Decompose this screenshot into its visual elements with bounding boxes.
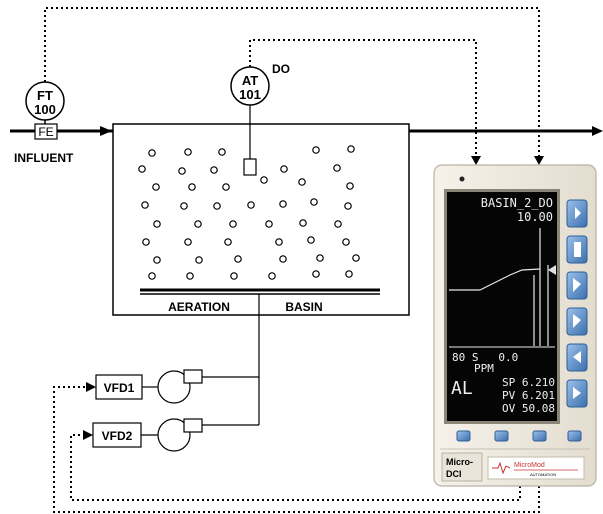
micro-dci-controller[interactable]: BASIN_2_DO 10.00 80 S 0.0 PPM AL SP 6.21… bbox=[433, 164, 597, 487]
lcd-row-low: 80 S 0.0 bbox=[452, 351, 518, 364]
brand-line2: DCI bbox=[446, 469, 462, 479]
air-header bbox=[202, 315, 260, 426]
side-key-glyphs bbox=[573, 207, 581, 399]
lcd-ov: OV 50.08 bbox=[502, 402, 555, 415]
maker-logo bbox=[492, 461, 511, 475]
vfd1-signal-line bbox=[53, 386, 540, 513]
do-probe[interactable] bbox=[243, 158, 257, 176]
ft-signal-arrow bbox=[534, 156, 544, 165]
lcd-pv: PV 6.201 bbox=[502, 389, 555, 402]
ft-signal-line bbox=[44, 7, 540, 160]
at-signal-arrow bbox=[471, 156, 481, 165]
influent-label: INFLUENT bbox=[14, 151, 74, 165]
power-led bbox=[459, 176, 465, 182]
basin-label-left: AERATION bbox=[168, 300, 230, 314]
fe-element[interactable] bbox=[34, 123, 58, 140]
at-101-bubble[interactable] bbox=[230, 66, 270, 106]
blower-1-outlet bbox=[183, 369, 203, 384]
at-tag: AT bbox=[242, 73, 258, 88]
ft-100-bubble[interactable] bbox=[25, 81, 65, 121]
air-bubbles bbox=[138, 145, 360, 280]
bottom-key-3[interactable] bbox=[532, 430, 547, 442]
lcd-sp: SP 6.210 bbox=[502, 376, 555, 389]
maker-sub: AUTOMATION bbox=[530, 472, 556, 477]
brand-line1: Micro- bbox=[446, 457, 473, 467]
outlet-arrow bbox=[592, 126, 603, 136]
lcd-units: PPM bbox=[474, 362, 494, 375]
bottom-key-4[interactable] bbox=[567, 430, 582, 442]
lcd-tag: BASIN_2_DO bbox=[481, 196, 553, 210]
vfd1-label: VFD1 bbox=[104, 381, 135, 395]
do-label: DO bbox=[272, 62, 290, 76]
inlet-arrow bbox=[100, 126, 112, 136]
vfd2-signal-arrow bbox=[83, 430, 93, 440]
maker-plate bbox=[487, 456, 585, 480]
bottom-key-1[interactable] bbox=[456, 430, 471, 442]
at-number: 101 bbox=[239, 87, 261, 102]
lcd-alarm: AL bbox=[451, 378, 473, 399]
basin-label-right: BASIN bbox=[285, 300, 322, 314]
lcd-top-value: 10.00 bbox=[517, 210, 553, 224]
vfd1-signal-arrow bbox=[86, 382, 96, 392]
bottom-key-2[interactable] bbox=[494, 430, 509, 442]
brand-badge bbox=[441, 452, 483, 482]
fe-label: FE bbox=[38, 125, 53, 139]
blower-2-outlet bbox=[183, 418, 203, 433]
lcd-screen bbox=[447, 192, 557, 421]
ft-tag: FT bbox=[37, 88, 53, 103]
at-signal-line bbox=[249, 39, 477, 160]
vfd2-box[interactable] bbox=[92, 422, 142, 448]
ft-number: 100 bbox=[34, 102, 56, 117]
trend-area bbox=[449, 228, 549, 346]
vfd2-label: VFD2 bbox=[102, 429, 133, 443]
maker-name: MicroMod bbox=[514, 462, 545, 469]
setpoint-marker bbox=[548, 265, 556, 275]
aeration-basin bbox=[112, 123, 410, 316]
